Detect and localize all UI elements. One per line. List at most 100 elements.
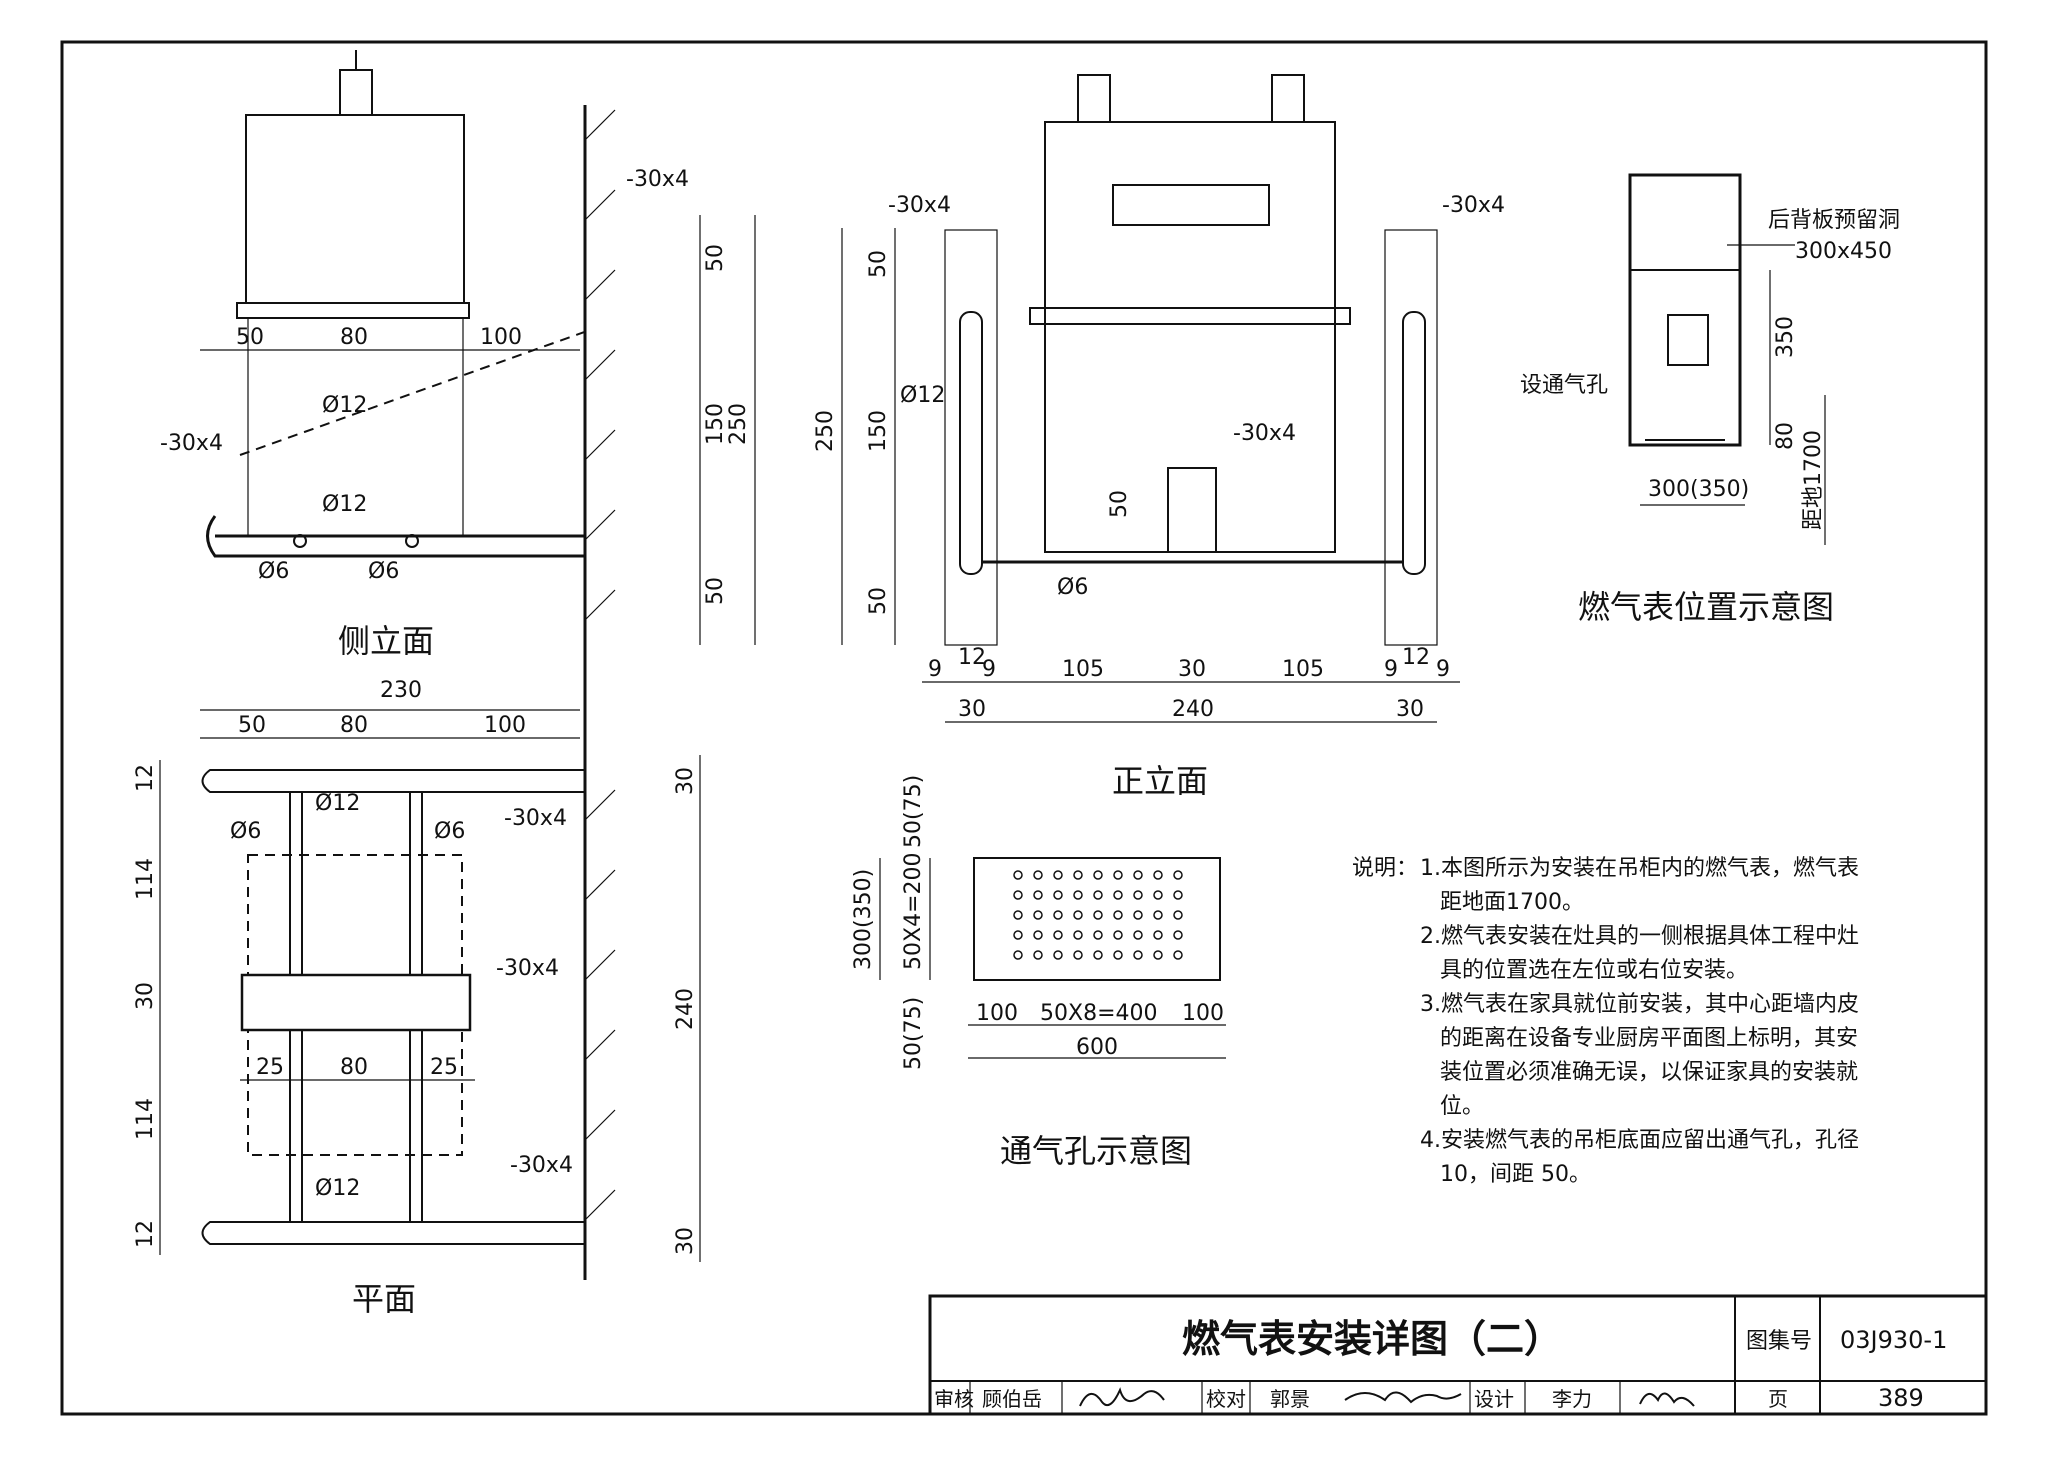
side-dim-250: 250: [726, 403, 751, 445]
vent-hole: [1093, 870, 1103, 880]
vent-hole: [1173, 930, 1183, 940]
side-dim-top-50: 50: [703, 244, 728, 272]
front-label-d6: Ø6: [1057, 575, 1088, 600]
vent-hole: [1013, 890, 1023, 900]
vent-hole: [1133, 870, 1143, 880]
plan-dim-50: 50: [238, 713, 266, 738]
front-dim-30-left: 30: [958, 697, 986, 722]
atlas-number: 03J930-1: [1840, 1326, 1947, 1354]
side-dim-50: 50: [236, 325, 264, 350]
plan-view: 230 50 80 100 12 114 30 114 12 30 240 30…: [133, 678, 701, 1318]
front-dim-30-right: 30: [1396, 697, 1424, 722]
side-label-plate-left: -30x4: [160, 431, 223, 456]
location-diagram: 后背板预留洞 300x450 设通气孔 350 80 300(350) 距地17…: [1520, 173, 1900, 626]
side-label-rod-2: Ø12: [322, 492, 367, 517]
front-dim-top-50: 50: [866, 250, 891, 278]
vent-dim-top-50: 50(75): [901, 775, 926, 848]
front-dim-bot-50: 50: [866, 587, 891, 615]
note-line-3: 2.燃气表安装在灶具的一侧根据具体工程中灶: [1420, 924, 1859, 949]
note-line-4: 具的位置选在左位或右位安装。: [1440, 958, 1748, 983]
vent-hole: [1013, 870, 1023, 880]
vent-hole: [1073, 950, 1083, 960]
notes-heading: 说明：: [1352, 856, 1418, 881]
plan-dim-80: 80: [340, 713, 368, 738]
plan-dim-25-right: 25: [430, 1055, 458, 1080]
vent-hole: [1053, 950, 1063, 960]
vent-hole: [1153, 930, 1163, 940]
vent-dim-400: 50X8=400: [1040, 1001, 1158, 1026]
vent-hole: [1133, 950, 1143, 960]
plan-label-rod-top: Ø12: [315, 791, 360, 816]
side-label-d6-2: Ø6: [368, 559, 399, 584]
page-label: 页: [1768, 1387, 1788, 1411]
plan-dim-240: 240: [673, 988, 698, 1030]
front-dim-105-a: 105: [1062, 657, 1104, 682]
front-dim-9-d: 9: [1436, 657, 1450, 682]
vent-diagram: 50(75) 300(350) 50X4=200 50(75) 100 50X8…: [851, 775, 1226, 1170]
plan-dim-114-bot: 114: [133, 1098, 158, 1140]
atlas-label: 图集号: [1746, 1329, 1812, 1354]
wall-hatch: [584, 109, 616, 1221]
front-label-plate-box: -30x4: [1233, 421, 1296, 446]
vent-dim-100-left: 100: [976, 1001, 1018, 1026]
plan-dim-114-top: 114: [133, 858, 158, 900]
loc-label-backboard: 后背板预留洞: [1768, 208, 1900, 233]
front-label-rod: Ø12: [900, 383, 945, 408]
vent-hole: [1133, 930, 1143, 940]
vent-hole: [1033, 890, 1043, 900]
vent-hole: [1013, 950, 1023, 960]
vent-dim-100-right: 100: [1182, 1001, 1224, 1026]
front-dim-9-b: 9: [982, 657, 996, 682]
side-dim-150: 150: [703, 403, 728, 445]
plan-dim-12-bot: 12: [133, 1220, 158, 1248]
title-block: 燃气表安装详图（二） 图集号 03J930-1 审核 顾伯岳 校对 郭景 设计 …: [928, 1294, 1988, 1416]
vent-hole: [1113, 910, 1123, 920]
vent-hole: [1173, 910, 1183, 920]
designer-name: 李力: [1552, 1387, 1592, 1411]
vent-hole: [1133, 910, 1143, 920]
loc-dim-300: 300(350): [1648, 477, 1749, 502]
front-dim-150: 150: [866, 410, 891, 452]
vent-hole: [1153, 910, 1163, 920]
vent-hole: [1053, 910, 1063, 920]
review-label: 审核: [934, 1387, 974, 1411]
front-dim-12-a: 12: [958, 645, 986, 670]
vent-hole: [1033, 910, 1043, 920]
vent-hole: [1053, 870, 1063, 880]
front-dim-240: 240: [1172, 697, 1214, 722]
vent-hole: [1093, 910, 1103, 920]
vent-hole: [1173, 870, 1183, 880]
side-dim-80: 80: [340, 325, 368, 350]
front-dim-250: 250: [813, 410, 838, 452]
vent-hole: [1033, 930, 1043, 940]
note-line-5: 3.燃气表在家具就位前安装，其中心距墙内皮: [1420, 992, 1859, 1017]
note-line-8: 位。: [1440, 1094, 1484, 1119]
front-label-plate-right: -30x4: [1442, 193, 1505, 218]
notes: 说明： 1.本图所示为安装在吊柜内的燃气表，燃气表 距地面1700。 2.燃气表…: [1352, 856, 1859, 1187]
check-label: 校对: [1206, 1387, 1246, 1411]
vent-hole: [1093, 950, 1103, 960]
side-dim-100: 100: [480, 325, 522, 350]
loc-label-size: 300x450: [1795, 239, 1892, 264]
location-caption: 燃气表位置示意图: [1578, 588, 1834, 626]
plan-label-d6-left: Ø6: [230, 819, 261, 844]
plan-dim-30: 30: [133, 982, 158, 1010]
sheet-title: 燃气表安装详图（二）: [1182, 1317, 1562, 1361]
vent-hole: [1053, 930, 1063, 940]
side-label-rod-1: Ø12: [322, 393, 367, 418]
vent-hole: [1153, 950, 1163, 960]
loc-dim-80: 80: [1773, 422, 1798, 450]
vent-hole: [1133, 890, 1143, 900]
plan-label-plate-bot: -30x4: [510, 1153, 573, 1178]
vent-hole: [1073, 930, 1083, 940]
note-line-10: 10，间距 50。: [1440, 1162, 1591, 1187]
plan-dim-30-top: 30: [673, 767, 698, 795]
plan-label-d6-right: Ø6: [434, 819, 465, 844]
vent-hole: [1053, 890, 1063, 900]
front-dim-9-a: 9: [928, 657, 942, 682]
plan-dim-80-mid: 80: [340, 1055, 368, 1080]
vent-hole: [1093, 890, 1103, 900]
vent-dim-bot-50: 50(75): [901, 997, 926, 1070]
side-label-plate-top: -30x4: [626, 167, 689, 192]
